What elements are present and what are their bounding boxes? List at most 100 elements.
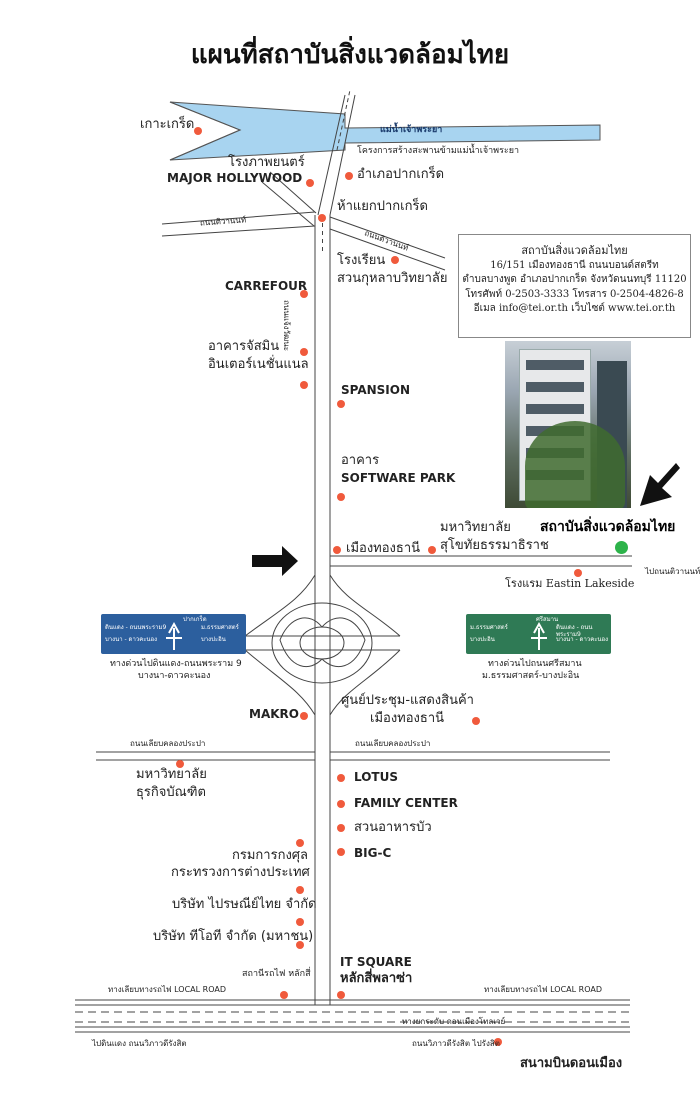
label-tei: สถาบันสิ่งแวดล้อมไทย xyxy=(540,519,676,535)
label-lotus: LOTUS xyxy=(354,770,398,784)
sign-left-r1: ม.ธรรมศาสตร์ xyxy=(201,624,239,631)
label-amphoe: อำเภอปากเกร็ด xyxy=(357,167,445,182)
label-dpu-1: มหาวิทยาลัย xyxy=(136,767,207,782)
label-family: FAMILY CENTER xyxy=(354,796,458,810)
marker-major xyxy=(306,179,314,187)
label-spansion: SPANSION xyxy=(341,383,411,397)
label-bigc: BIG-C xyxy=(354,846,392,860)
expressway-sign-right: ศรีสมาน ม.ธรรมศาสตร์ บางปะอิน ดินแดง - ถ… xyxy=(466,614,611,654)
label-consular-1: กรมการกงศุล xyxy=(232,848,309,863)
marker-it-square xyxy=(337,991,345,999)
marker-station xyxy=(280,991,288,999)
building-photo xyxy=(505,341,631,508)
expressway-right-label-2: ม.ธรรมศาสตร์-บางปะอิน xyxy=(482,671,580,681)
road-tiwanon xyxy=(161,171,446,271)
info-line4: อีเมล info@tei.or.th เว็บไซต์ www.tei.or… xyxy=(473,303,676,315)
road-label-prapa-left: ถนนเลียบคลองประปา xyxy=(130,739,206,748)
label-it-2: หลักสี่พลาซ่า xyxy=(340,971,413,986)
label-jasmine-2: อินเตอร์เนชั่นแนล xyxy=(208,357,309,372)
info-box: สถาบันสิ่งแวดล้อมไทย 16/151 เมืองทองธานี… xyxy=(458,234,691,338)
sign-left-top: ปากเกร็ด xyxy=(183,616,207,623)
page-title: แผนที่สถาบันสิ่งแวดล้อมไทย xyxy=(190,40,510,70)
marker-jasmine xyxy=(300,348,308,356)
label-school-2: สวนกุหลาบวิทยาลัย xyxy=(337,271,448,286)
marker-family xyxy=(337,800,345,808)
label-school-1: โรงเรียน xyxy=(337,253,386,268)
info-line1: 16/151 เมืองทองธานี ถนนบอนด์สตรีท xyxy=(490,259,659,271)
marker-dpu xyxy=(176,760,184,768)
label-suan-ahan: สวนอาหารบัว xyxy=(354,820,432,835)
marker-school xyxy=(391,256,399,264)
marker-intersection xyxy=(318,214,326,222)
sign-left-l2: บางนา - ดาวคะนอง xyxy=(105,636,158,643)
arrow-down-left-icon xyxy=(640,463,680,506)
sign-right-r1: ดินแดง - ถนนพระราม9 xyxy=(556,624,593,639)
label-carrefour: CARREFOUR xyxy=(225,279,308,293)
marker-makro xyxy=(300,712,308,720)
label-ko-kret: เกาะเกร็ด xyxy=(140,117,195,132)
label-major-th: โรงภาพยนตร์ xyxy=(228,155,305,170)
marker-suan-ahan xyxy=(337,824,345,832)
marker-stou xyxy=(428,546,436,554)
info-name: สถาบันสิ่งแวดล้อมไทย xyxy=(521,244,628,257)
sign-left-r2: บางปะอิน xyxy=(201,636,226,643)
sign-right-r2: บางนา - ดาวคะนอง xyxy=(556,636,609,643)
label-jasmine-1: อาคารจัสมิน xyxy=(208,339,280,354)
marker-airport xyxy=(494,1038,502,1046)
label-tot: บริษัท ทีโอที จำกัด (มหาชน) xyxy=(153,929,314,944)
expressway-right-label: ทางด่วนไปถนนศรีสมาน xyxy=(488,659,582,669)
info-line3: โทรศัพท์ 0-2503-3333 โทรสาร 0-2504-4826-… xyxy=(465,288,684,300)
label-software-2: SOFTWARE PARK xyxy=(341,471,456,485)
label-major-en: MAJOR HOLLYWOOD xyxy=(167,171,303,185)
road-tollway xyxy=(75,999,630,1033)
road-label-local-right: ทางเลียบทางรถไฟ LOCAL ROAD xyxy=(484,985,602,994)
label-stou-2: สุโขทัยธรรมาธิราช xyxy=(440,538,549,553)
marker-impact xyxy=(472,717,480,725)
marker-jasmine-2 xyxy=(300,381,308,389)
sign-left-l1: ดินแดง - ถนนพระราม9 xyxy=(105,624,167,631)
label-makro: MAKRO xyxy=(249,707,299,721)
bridge-note: โครงการสร้างสะพานข้ามแม่น้ำเจ้าพระยา xyxy=(357,146,520,156)
road-to-tei xyxy=(330,555,632,567)
road-label-to-tiwanon: ไปถนนติวานนท์ xyxy=(645,567,700,576)
marker-eastin xyxy=(574,569,582,577)
interchange xyxy=(244,574,401,716)
road-label-to-dindaeng: ไปดินแดง ถนนวิภาวดีรังสิต xyxy=(92,1039,187,1048)
marker-amphoe xyxy=(345,172,353,180)
label-dpu-2: ธุรกิจบัณฑิต xyxy=(136,785,206,800)
road-prapa xyxy=(96,751,610,761)
road-label-tollway: ทางยกระดับ ดอนเมืองโทลเวย์ xyxy=(402,1017,506,1026)
expressway-left-label-2: บางนา-ดาวคะนอง xyxy=(138,671,211,681)
sign-right-top: ศรีสมาน xyxy=(536,616,559,623)
sign-right-l1: ม.ธรรมศาสตร์ xyxy=(470,624,508,631)
label-software-1: อาคาร xyxy=(341,453,380,468)
marker-ko-kret xyxy=(194,127,202,135)
arrow-right-icon xyxy=(252,546,298,576)
label-intersection: ห้าแยกปากเกร็ด xyxy=(337,199,428,214)
label-airport: สนามบินดอนเมือง xyxy=(520,1056,623,1071)
label-eastin: โรงแรม Eastin Lakeside xyxy=(505,577,635,590)
label-consular-2: กระทรวงการต่างประเทศ xyxy=(171,865,310,880)
label-stou-1: มหาวิทยาลัย xyxy=(440,520,511,535)
sign-arrow-icon xyxy=(166,621,182,650)
label-muang-thong: เมืองทองธานี xyxy=(346,541,421,556)
road-label-local-left: ทางเลียบทางรถไฟ LOCAL ROAD xyxy=(108,985,226,994)
marker-consular xyxy=(296,839,304,847)
road-label-prapa-right: ถนนเลียบคลองประปา xyxy=(355,739,431,748)
label-impact-2: เมืองทองธานี xyxy=(370,711,445,726)
label-station: สถานีรถไฟ หลักสี่ xyxy=(242,969,311,979)
river xyxy=(169,101,601,161)
label-post: บริษัท ไปรษณีย์ไทย จำกัด xyxy=(172,897,317,912)
label-impact-1: ศูนย์ประชุม-แสดงสินค้า xyxy=(341,693,474,708)
marker-tei xyxy=(615,541,628,554)
river-label: แม่น้ำเจ้าพระยา xyxy=(380,125,443,135)
marker-tot xyxy=(296,941,304,949)
road-chaengwattana xyxy=(314,89,356,1005)
expressway-left-label: ทางด่วนไปดินแดง-ถนนพระราม 9 xyxy=(110,659,242,669)
road-label-to-rangsit: ถนนวิภาวดีรังสิต ไปรังสิต xyxy=(412,1039,500,1048)
marker-spansion xyxy=(337,400,345,408)
marker-carrefour xyxy=(300,290,308,298)
marker-muang-thong xyxy=(333,546,341,554)
marker-bigc xyxy=(337,848,345,856)
